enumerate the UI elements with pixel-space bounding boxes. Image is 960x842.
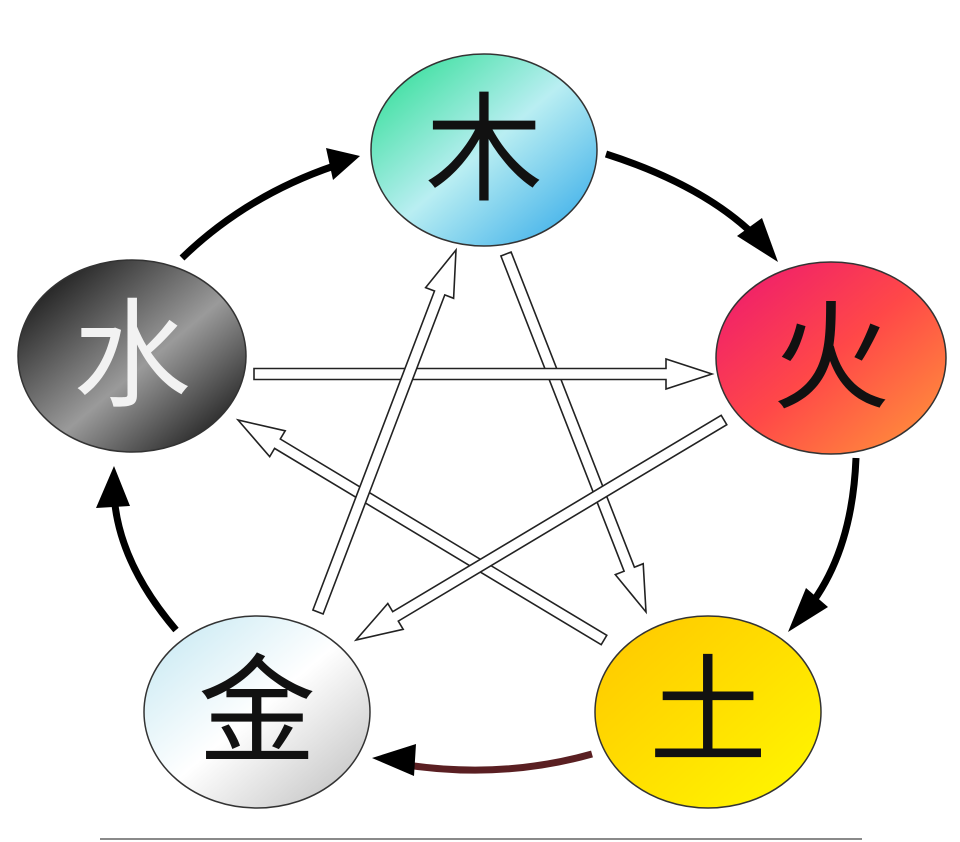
element-water-circle [17, 259, 247, 453]
overcoming-arrow-water-fire [253, 357, 715, 391]
generating-arrowhead-wood-fire [737, 218, 778, 262]
element-fire: 火 [715, 261, 947, 455]
overcoming-arrow-wood-earth [499, 250, 647, 615]
generating-arrowhead-fire-earth [788, 588, 828, 632]
element-nodes: 木 火 土 金 水 [17, 53, 947, 809]
element-fire-circle [715, 261, 947, 455]
element-water-label: 水 [73, 287, 191, 425]
element-earth: 土 [594, 615, 822, 809]
element-wood-label: 木 [425, 81, 543, 219]
generating-arrow-earth-metal [399, 750, 593, 774]
generating-arrowhead-water-wood [326, 148, 360, 180]
element-fire-label: 火 [772, 289, 890, 427]
generating-arrow-water-wood [179, 162, 336, 261]
overcoming-arrow-fire-metal [353, 414, 728, 642]
element-metal-label: 金 [198, 643, 316, 781]
generating-arrowhead-metal-water [96, 466, 130, 508]
bottom-divider [100, 838, 862, 840]
overcoming-arrow-metal-wood [311, 247, 457, 616]
element-metal-circle [143, 615, 371, 809]
element-earth-label: 土 [649, 643, 767, 781]
element-wood-circle [370, 53, 598, 247]
overcoming-arrow-earth-water [235, 418, 608, 646]
generating-cycle [96, 148, 860, 776]
generating-arrow-metal-water [110, 493, 179, 633]
generating-arrowhead-earth-metal [372, 744, 416, 776]
overcoming-cycle [235, 247, 728, 646]
element-earth-circle [594, 615, 822, 809]
element-water: 水 [17, 259, 247, 453]
element-wood: 木 [370, 53, 598, 247]
element-metal: 金 [143, 615, 371, 809]
